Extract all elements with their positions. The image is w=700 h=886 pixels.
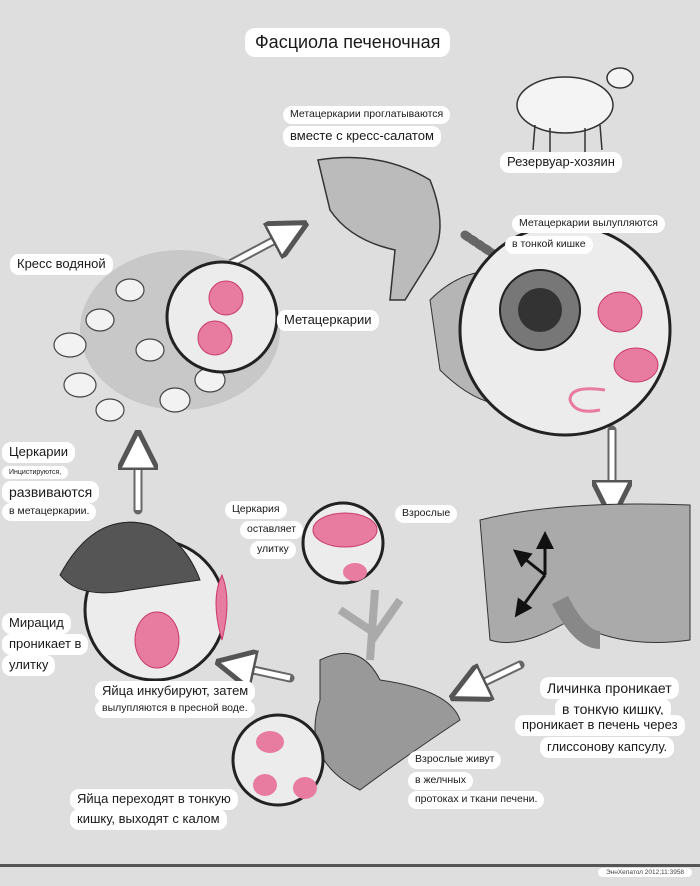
label-larva-2: в тонкую кишку, [555, 698, 671, 721]
label-adults-live-3: протоках и ткани печени. [408, 791, 545, 809]
label-miracidium-2: проникает в [2, 634, 89, 655]
citation: ЭннХепатол 2012;11:3958 [598, 868, 693, 877]
label-cercariae-4: в метацеркарии. [2, 503, 97, 521]
label-excyst-2: в тонкой кишке [505, 236, 593, 254]
page-title: Фасциола печеночная [245, 28, 451, 57]
label-eggs-pass: Яйца переходят в тонкую [70, 789, 238, 810]
label-cercaria: Церкария [225, 501, 287, 519]
label-adults: Взрослые [395, 505, 458, 523]
label-eggs-hatch-2: вылупляются в пресной воде. [95, 700, 255, 718]
metacercariae-circle [165, 260, 279, 374]
label-watercress: Кресс водяной [10, 254, 113, 275]
label-swallowed-2: вместе с кресс-салатом [283, 126, 441, 147]
label-adults-live: Взрослые живут [408, 751, 502, 769]
label-miracidium: Мирацид [2, 613, 71, 634]
label-excyst: Метацеркарии вылупляются [512, 215, 665, 233]
host-head-illustration [317, 156, 441, 301]
sheep-icon [516, 67, 634, 152]
snail-circle [59, 521, 228, 682]
bottom-divider [0, 864, 700, 867]
label-reservoir-host: Резервуар-хозяин [500, 152, 622, 173]
label-miracidium-3: улитку [2, 655, 56, 676]
label-eggs-hatch: Яйца инкубируют, затем [95, 681, 256, 702]
intestine-circle [458, 223, 672, 437]
label-cercariae-2: Инцистируются, [2, 466, 69, 480]
eggs-circle [231, 713, 325, 807]
label-cercaria-3: улитку [250, 541, 296, 559]
label-larva: Личинка проникает [540, 677, 679, 700]
label-cercariae: Церкарии [2, 442, 76, 463]
label-cercariae-3: развиваются [2, 481, 100, 504]
label-metacercariae: Метацеркарии [277, 310, 379, 331]
label-larva-4: глиссонову капсулу. [540, 737, 675, 758]
label-swallowed: Метацеркарии проглатываются [283, 106, 451, 124]
label-cercaria-2: оставляет [240, 521, 304, 539]
liver-illustration [479, 503, 691, 649]
label-eggs-pass-2: кишку, выходят с калом [70, 809, 227, 830]
adults-circle [301, 501, 385, 585]
label-larva-3: проникает в печень через [515, 715, 685, 736]
label-adults-live-2: в желчных [408, 772, 473, 790]
